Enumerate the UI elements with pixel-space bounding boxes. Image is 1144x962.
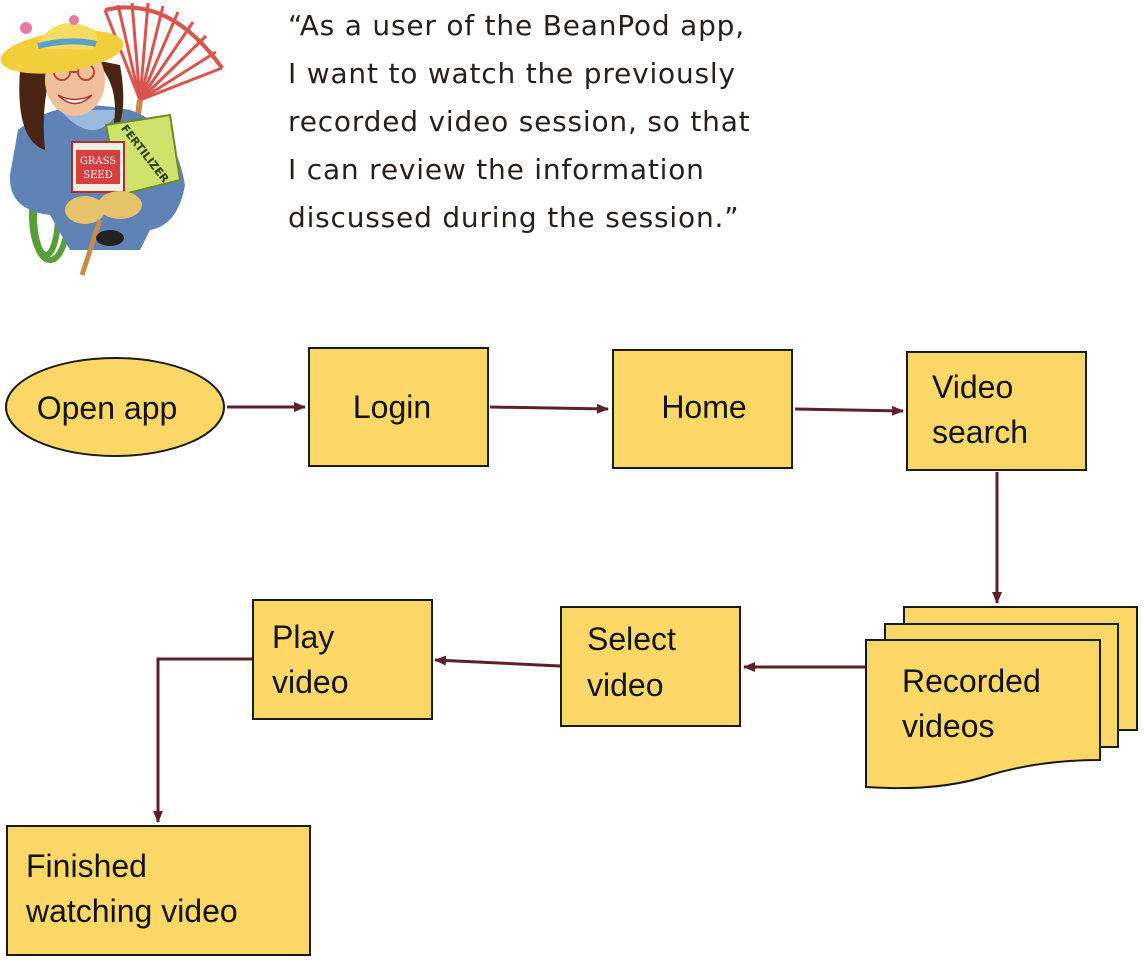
node-select-video: Select video (560, 606, 741, 727)
node-play-video-line-2: video (272, 664, 349, 700)
node-video-search: Video search (906, 351, 1087, 471)
arrow-play-to-finished (153, 657, 252, 823)
user-story-quote: “As a user of the BeanPod app, I want to… (288, 9, 751, 234)
gardener-persona-icon: FERTILIZER GRASS SEED (0, 2, 224, 276)
node-video-search-line-2: search (932, 414, 1028, 450)
grass-seed-label-2: SEED (83, 170, 112, 181)
node-recorded-videos-line-2: videos (902, 708, 995, 744)
arrow-home-to-search (794, 405, 904, 416)
node-play-video-line-1: Play (272, 619, 334, 655)
grass-seed-label-1: GRASS (80, 156, 116, 167)
node-video-search-line-1: Video (932, 369, 1013, 405)
node-login-label: Login (353, 389, 431, 425)
node-finished-watching: Finished watching video (6, 825, 311, 956)
arrow-login-to-home (489, 403, 609, 414)
node-open-app: Open app (5, 357, 225, 457)
node-select-video-line-2: video (587, 667, 664, 703)
rake-icon (103, 2, 224, 161)
flow-arrows (153, 402, 1002, 823)
node-home-label: Home (661, 389, 746, 425)
grass-seed-bag-icon: GRASS SEED (71, 141, 125, 193)
node-play-video: Play video (252, 599, 433, 720)
node-login: Login (308, 347, 489, 467)
node-recorded-videos: Recorded videos (865, 606, 1138, 790)
arrow-select-to-play (434, 655, 561, 668)
node-recorded-videos-line-1: Recorded (902, 663, 1041, 699)
node-open-app-label: Open app (37, 390, 178, 426)
node-finished-line-2: watching video (25, 893, 238, 929)
node-finished-line-1: Finished (26, 848, 147, 884)
node-select-video-line-1: Select (587, 621, 676, 657)
node-home: Home (612, 349, 793, 469)
